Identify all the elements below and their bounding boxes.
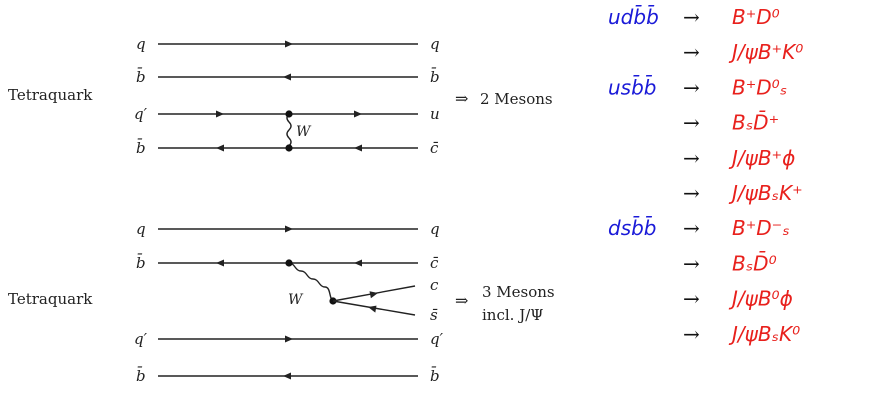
quark-label-left: b̄ <box>136 139 146 157</box>
decay-arrow: → <box>683 322 700 346</box>
vertex <box>285 144 293 152</box>
arrow-left <box>283 372 291 380</box>
arrow-right <box>285 40 293 48</box>
left-label-bottom: Tetraquark <box>8 290 93 308</box>
decay-arrow: → <box>683 75 700 99</box>
w-boson-line <box>286 113 292 147</box>
final-state: BₛD̄⁰ <box>732 251 777 276</box>
quark-label-left: q <box>136 35 146 53</box>
quark-label-right: c <box>430 276 439 294</box>
decay-arrow: → <box>683 287 700 311</box>
initial-state: dsb̄b̄ <box>608 216 657 241</box>
arrow-left <box>368 305 377 313</box>
vertex <box>285 110 293 118</box>
implies-arrow: ⇒ <box>455 89 468 108</box>
decay-arrow: → <box>683 40 700 64</box>
final-state: B⁺D⁰ₛ <box>732 75 787 99</box>
decay-table: udb̄b̄ → B⁺D⁰ → J/ψB⁺K⁰ usb̄b̄ → B⁺D⁰ₛ → BₛD̄⁺ → J/… <box>608 4 803 345</box>
final-state: B⁺D⁻ₛ <box>732 216 790 240</box>
vertex <box>285 259 293 267</box>
initial-state: udb̄b̄ <box>608 4 659 29</box>
decay-arrow: → <box>683 5 700 29</box>
arrow-right <box>285 335 293 343</box>
final-state: J/ψBₛK⁰ <box>728 322 800 346</box>
final-state: BₛD̄⁺ <box>732 110 779 135</box>
quark-label-right: u <box>430 105 440 123</box>
quark-label-right: c̄ <box>430 254 439 272</box>
quark-label-right: q <box>430 220 440 238</box>
left-label-top: Tetraquark <box>8 86 93 104</box>
final-state: J/ψB⁺ϕ <box>728 146 795 170</box>
quark-label-right: q′ <box>430 330 444 348</box>
decay-arrow: → <box>683 216 700 240</box>
result-label-sub: incl. J/Ψ <box>482 306 543 324</box>
w-boson-line <box>288 262 334 302</box>
final-state: J/ψBₛK⁺ <box>728 181 803 205</box>
arrow-right <box>285 225 293 233</box>
quark-label-left: q <box>136 220 146 238</box>
decay-arrow: → <box>683 146 700 170</box>
final-state: B⁺D⁰ <box>732 5 780 29</box>
arrow-left <box>216 259 224 267</box>
quark-label-right: s̄ <box>430 306 438 324</box>
quark-label-right: c̄ <box>430 139 439 157</box>
quark-label-left: q′ <box>134 105 148 123</box>
quark-label-left: q′ <box>134 330 148 348</box>
decay-arrow: → <box>683 111 700 135</box>
top-diagram: Tetraquark W q b̄ q′ b̄ q b̄ u c̄ ⇒ 2 Me… <box>8 35 553 157</box>
arrow-left <box>283 73 291 81</box>
result-label: 2 Mesons <box>480 90 553 108</box>
arrow-left <box>354 259 362 267</box>
arrow-right <box>354 110 362 118</box>
arrow-right <box>369 291 378 299</box>
quark-label-left: b̄ <box>136 367 146 385</box>
arrow-left <box>216 144 224 152</box>
w-boson-label: W <box>296 124 312 140</box>
quark-label-right: q <box>430 35 440 53</box>
arrow-left <box>354 144 362 152</box>
bottom-diagram: Tetraquark W q b̄ q′ b̄ q c̄ c s̄ q′ b̄ <box>8 220 555 385</box>
quark-label-left: b̄ <box>136 68 146 86</box>
decay-arrow: → <box>683 251 700 275</box>
final-state: J/ψB⁰ϕ <box>728 287 793 311</box>
final-state: J/ψB⁺K⁰ <box>728 40 803 64</box>
quark-label-right: b̄ <box>430 68 440 86</box>
result-label: 3 Mesons <box>482 283 555 301</box>
arrow-right <box>216 110 224 118</box>
implies-arrow: ⇒ <box>455 291 468 310</box>
w-boson-label: W <box>288 292 304 308</box>
quark-label-left: b̄ <box>136 254 146 272</box>
decay-arrow: → <box>683 181 700 205</box>
quark-label-right: b̄ <box>430 367 440 385</box>
initial-state: usb̄b̄ <box>608 75 657 100</box>
